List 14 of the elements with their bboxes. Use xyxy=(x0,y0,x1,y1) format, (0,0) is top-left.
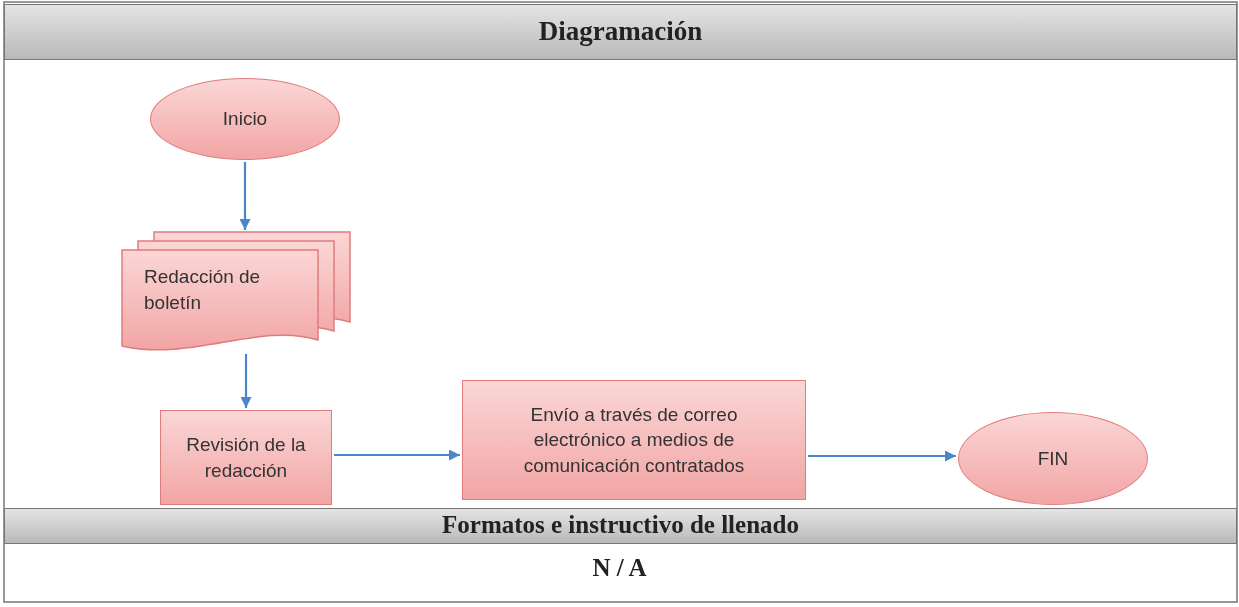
arrow xyxy=(808,450,956,462)
node-text: Redacción de boletín xyxy=(144,265,262,315)
arrow xyxy=(240,354,252,408)
node-text: FIN xyxy=(1037,446,1069,471)
diagram-title: Diagramación xyxy=(537,16,704,47)
section-heading: Formatos e instructivo de llenado xyxy=(441,511,800,539)
table-cell-text: N / A xyxy=(591,554,648,582)
process-box xyxy=(462,380,806,500)
process-box xyxy=(160,410,332,505)
node-text: Envío a través de correo electrónico a medios de comunicación contratados xyxy=(522,402,746,478)
node-text: Inicio xyxy=(222,107,268,132)
node-text: Revisión de la redacción xyxy=(185,432,307,483)
arrow xyxy=(239,162,251,230)
arrow xyxy=(334,449,460,461)
